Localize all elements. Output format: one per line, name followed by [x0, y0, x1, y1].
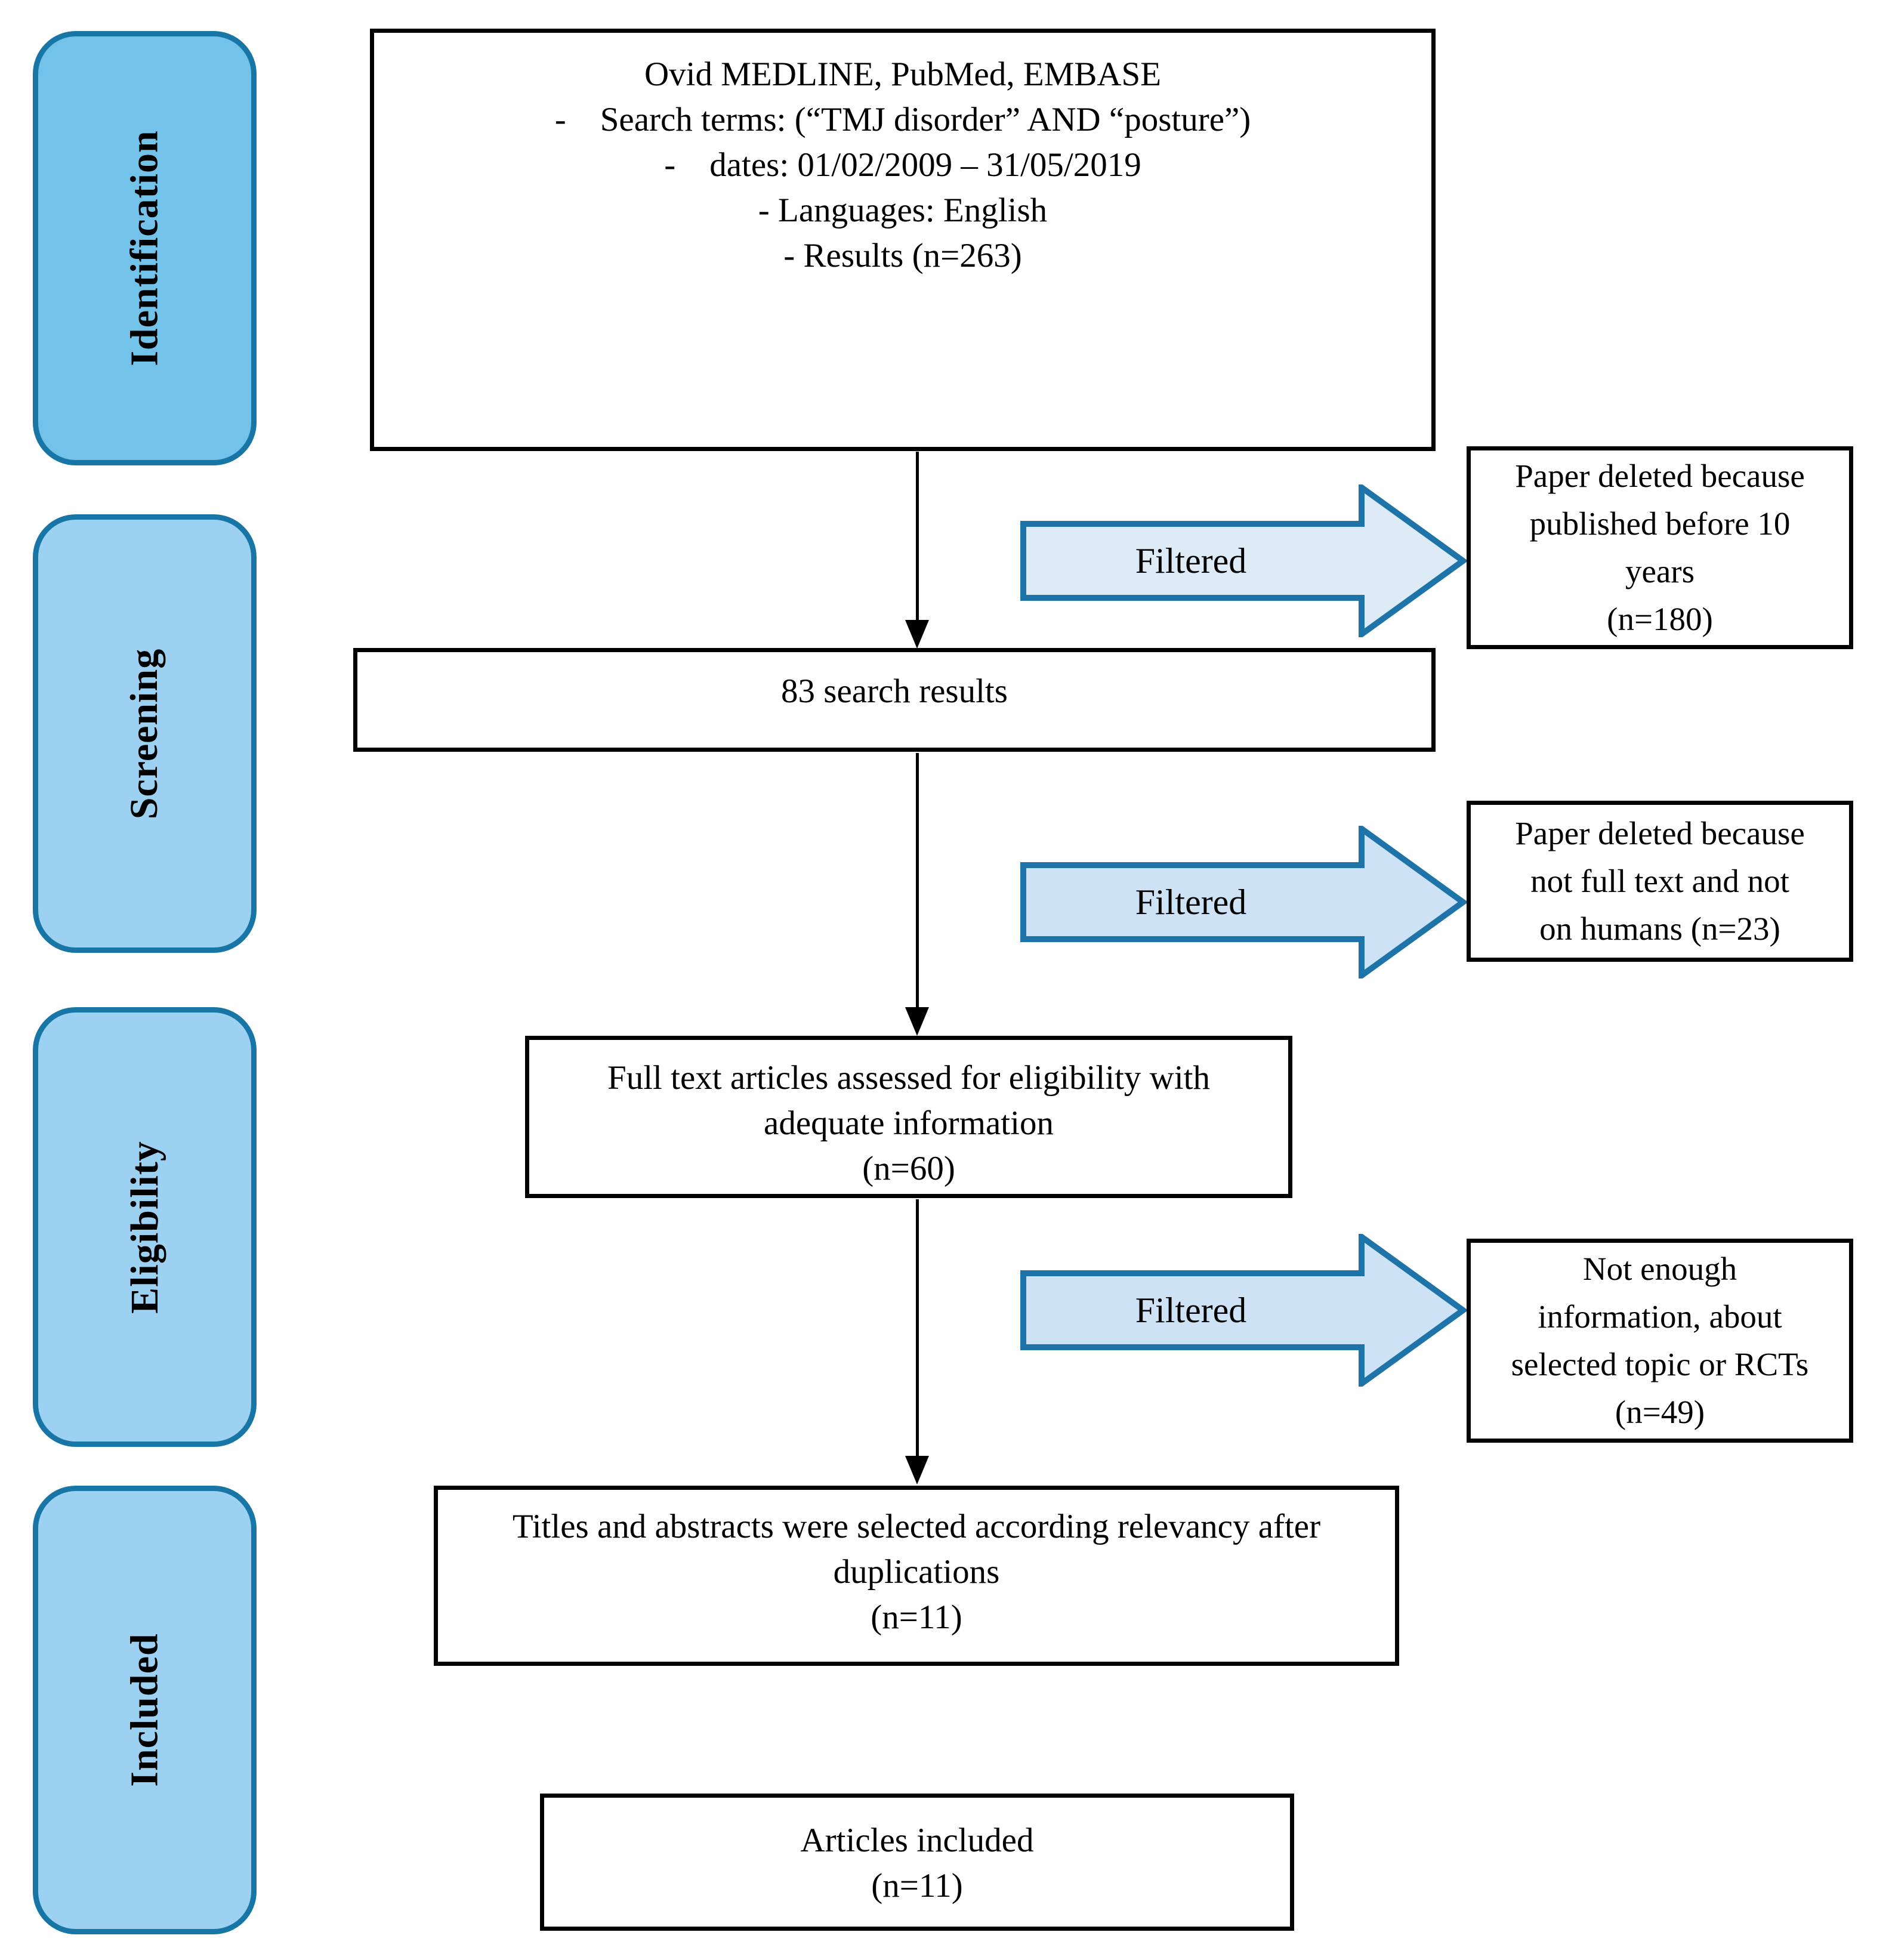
box-line: (n=11) [871, 1867, 963, 1905]
box-line: - Search terms: (“TMJ disorder” AND “pos… [554, 101, 1251, 138]
down-arrowhead-icon [905, 1007, 929, 1036]
stage-pill-screening: Screening [33, 514, 257, 953]
filter-arrow-label: Filtered [1135, 541, 1247, 581]
connector-line [916, 753, 919, 1007]
articles-included-box: Articles included (n=11) [540, 1794, 1294, 1931]
search-results-box: 83 search results [353, 648, 1436, 752]
box-line: Full text articles assessed for eligibil… [607, 1059, 1210, 1097]
box-line: Titles and abstracts were selected accor… [512, 1508, 1321, 1545]
connector-line [916, 1199, 919, 1456]
filter-arrow-shape [1020, 484, 1467, 637]
filter-arrow-label: Filtered [1135, 1291, 1247, 1330]
stage-pill-included: Included [33, 1486, 257, 1934]
stage-pill-eligibility: Eligibility [33, 1007, 257, 1447]
box-line: - Results (n=263) [783, 237, 1022, 274]
fulltext-assessed-box: Full text articles assessed for eligibil… [525, 1036, 1292, 1198]
stage-label-included: Included [122, 1633, 166, 1787]
filter-arrow-shape [1020, 826, 1467, 979]
box-line: not full text and not [1530, 863, 1789, 899]
box-line: Paper deleted because [1515, 815, 1805, 851]
box-line: adequate information [764, 1104, 1054, 1142]
box-line: (n=180) [1607, 601, 1713, 637]
box-line: years [1625, 553, 1695, 589]
excluded-not-fulltext-box: Paper deleted because not full text and … [1467, 801, 1853, 962]
stage-pill-identification: Identification [33, 31, 257, 465]
box-line: (n=60) [862, 1150, 955, 1187]
down-arrowhead-icon [905, 1456, 929, 1484]
filter-arrow-label: Filtered [1135, 882, 1247, 922]
box-line: published before 10 [1529, 505, 1791, 542]
box-line: duplications [833, 1553, 1000, 1591]
excluded-insufficient-info-box: Not enough information, about selected t… [1467, 1239, 1853, 1443]
box-line: Not enough [1582, 1251, 1737, 1287]
search-sources-box: Ovid MEDLINE, PubMed, EMBASE - Search te… [370, 29, 1436, 451]
box-line: Ovid MEDLINE, PubMed, EMBASE [644, 55, 1162, 93]
box-line: - dates: 01/02/2009 – 31/05/2019 [664, 146, 1141, 184]
box-line: 83 search results [781, 672, 1008, 710]
stage-label-screening: Screening [122, 648, 166, 819]
down-arrowhead-icon [905, 620, 929, 649]
filter-arrow [1020, 484, 1467, 637]
box-line: (n=49) [1615, 1394, 1705, 1430]
filter-arrow [1020, 826, 1467, 979]
box-line: Paper deleted because [1515, 458, 1805, 494]
stage-label-eligibility: Eligibility [122, 1140, 166, 1314]
filter-arrow [1020, 1234, 1467, 1387]
filter-arrow-shape [1020, 1234, 1467, 1387]
stage-label-identification: Identification [122, 130, 166, 366]
titles-abstracts-box: Titles and abstracts were selected accor… [434, 1486, 1399, 1666]
box-line: selected topic or RCTs [1511, 1346, 1809, 1382]
excluded-old-papers-box: Paper deleted because published before 1… [1467, 446, 1853, 649]
connector-line [916, 452, 919, 620]
box-line: Articles included [800, 1822, 1034, 1859]
box-line: on humans (n=23) [1539, 910, 1780, 947]
box-line: (n=11) [871, 1598, 962, 1636]
box-line: - Languages: English [758, 192, 1048, 229]
box-line: information, about [1538, 1298, 1782, 1335]
